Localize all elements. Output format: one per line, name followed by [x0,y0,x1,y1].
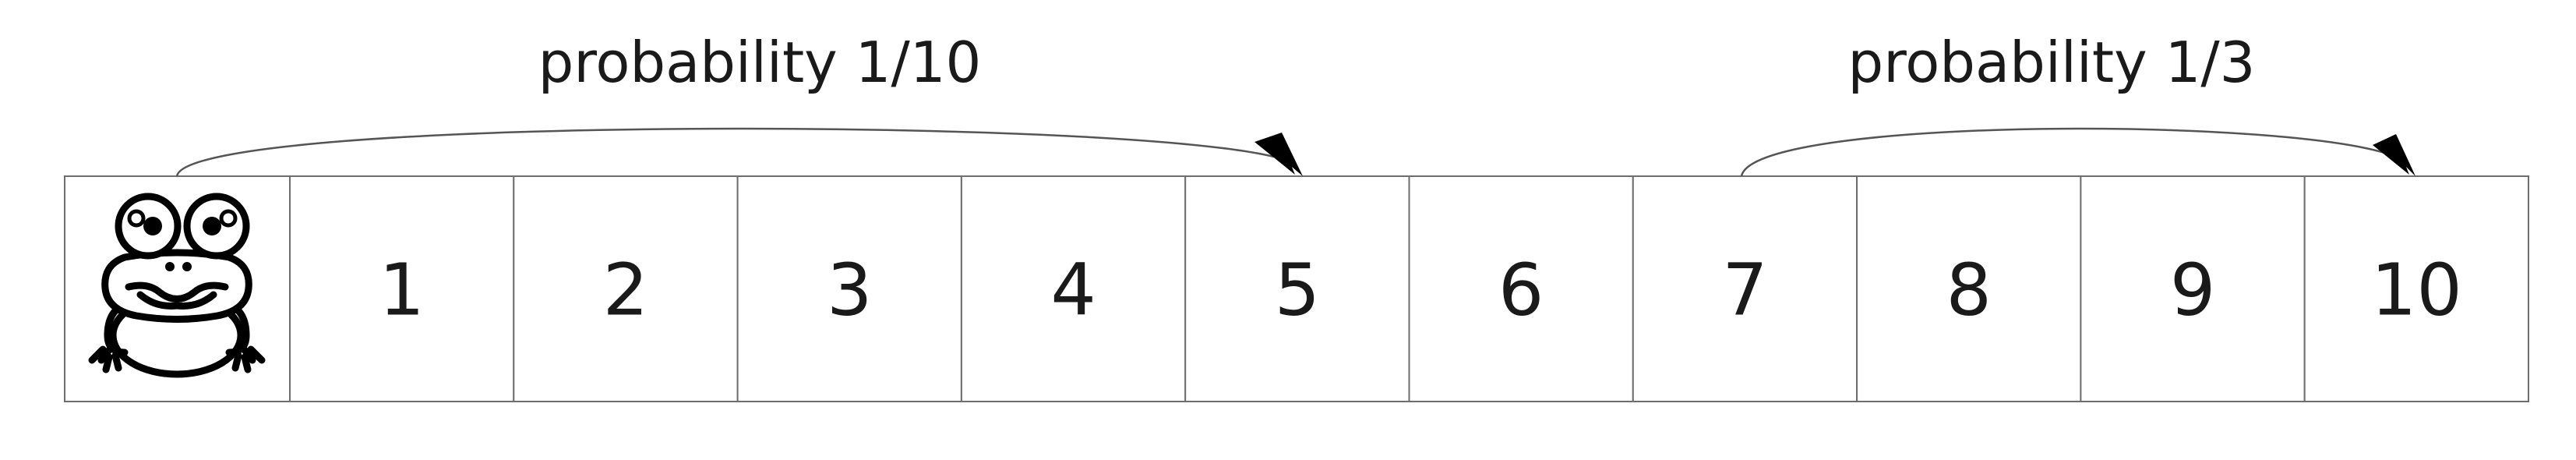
frog-icon [88,193,266,378]
cell-box [513,175,739,402]
cell-number: 6 [1498,249,1544,332]
cell-box [960,175,1187,402]
cell-1: 1 [289,175,515,402]
cell-4: 4 [960,175,1187,402]
cell-box [1856,175,2082,402]
jump-arrow-2-curve [1740,127,2408,177]
cell-number: 7 [1722,249,1768,332]
jump-label-2: probability 1/3 [1848,30,2256,95]
jump-arrow-2-head [2373,134,2415,176]
cell-8: 8 [1856,175,2082,402]
cell-number: 3 [827,249,873,332]
cell-2: 2 [513,175,739,402]
cell-number: 4 [1050,249,1096,332]
cell-box [1632,175,1858,402]
cell-7: 7 [1632,175,1858,402]
cells-row: 1 2 3 4 5 6 7 8 9 10 [289,175,2529,402]
cell-10: 10 [2303,175,2529,402]
cell-6: 6 [1408,175,1634,402]
cell-number: 1 [379,249,425,332]
jump-arrow-1: probability 1/10 [175,30,1303,177]
jump-arrow-1-head [1254,133,1303,176]
cell-box [2303,175,2529,402]
cell-box [289,175,515,402]
frog-cell [64,175,291,402]
cell-box [1408,175,1634,402]
cell-number: 2 [603,249,649,332]
cell-number: 9 [2170,249,2216,332]
jump-label-1: probability 1/10 [538,30,982,95]
cell-number: 5 [1275,249,1321,332]
cell-5: 5 [1184,175,1410,402]
cell-box [1184,175,1410,402]
cell-box [2080,175,2306,402]
cell-number: 8 [1946,249,1992,332]
cell-box [736,175,962,402]
cell-9: 9 [2080,175,2306,402]
cell-3: 3 [736,175,962,402]
jump-arrow-1-curve [175,127,1294,177]
cell-number: 10 [2371,249,2462,332]
jump-arrow-2: probability 1/3 [1740,30,2415,177]
